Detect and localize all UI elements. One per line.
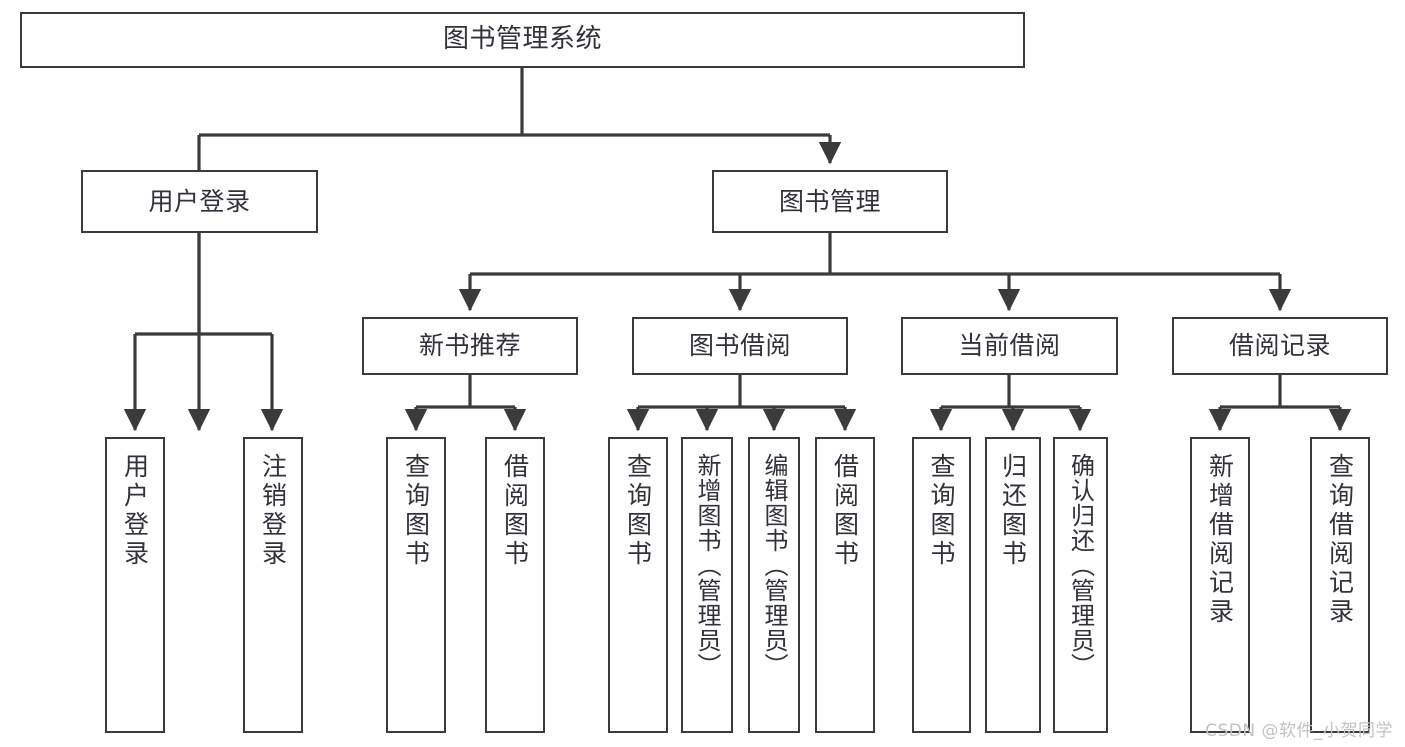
node-leaf-query-book-2[interactable]: 查询图书 xyxy=(608,437,668,733)
edge-current-borrow-bus xyxy=(941,375,1080,409)
node-leaf-borrow-book-1[interactable]: 借阅图书 xyxy=(485,437,545,733)
node-borrow-record-label: 借阅记录 xyxy=(1228,331,1331,360)
edge-root-bus xyxy=(199,68,830,137)
node-leaf-return-book[interactable]: 归还图书 xyxy=(985,437,1041,733)
node-leaf-edit-book[interactable]: 编辑图书（管理员） xyxy=(748,437,800,733)
node-leaf-borrow-book-1-label: 借阅图书 xyxy=(500,453,530,569)
node-leaf-query-book-3-label: 查询图书 xyxy=(927,453,956,569)
node-leaf-borrow-book-2-label: 借阅图书 xyxy=(830,453,860,569)
node-leaf-user-login-label: 用户登录 xyxy=(120,453,150,569)
node-current-borrow[interactable]: 当前借阅 xyxy=(901,317,1118,375)
node-borrow-record[interactable]: 借阅记录 xyxy=(1172,317,1388,375)
node-book-borrow[interactable]: 图书借阅 xyxy=(632,317,848,375)
node-leaf-query-book-1[interactable]: 查询图书 xyxy=(386,437,446,733)
node-current-borrow-label: 当前借阅 xyxy=(958,331,1061,360)
edge-user-login-bus xyxy=(135,233,272,336)
node-leaf-add-record[interactable]: 新增借阅记录 xyxy=(1190,437,1250,733)
node-leaf-logout[interactable]: 注销登录 xyxy=(243,437,303,733)
edge-book-borrow-bus xyxy=(638,375,845,409)
edge-borrow-record-bus xyxy=(1220,375,1340,409)
node-user-login-label: 用户登录 xyxy=(148,186,251,216)
node-leaf-confirm-return[interactable]: 确认归还（管理员） xyxy=(1053,437,1108,733)
node-new-book-rec[interactable]: 新书推荐 xyxy=(362,317,578,375)
node-user-login[interactable]: 用户登录 xyxy=(81,170,318,233)
node-leaf-query-record-label: 查询借阅记录 xyxy=(1325,453,1355,627)
node-leaf-borrow-book-2[interactable]: 借阅图书 xyxy=(815,437,875,733)
node-leaf-add-book[interactable]: 新增图书（管理员） xyxy=(681,437,733,733)
node-leaf-add-record-label: 新增借阅记录 xyxy=(1205,453,1235,627)
node-book-manage[interactable]: 图书管理 xyxy=(712,170,948,233)
node-root-system-label: 图书管理系统 xyxy=(442,24,602,55)
node-new-book-rec-label: 新书推荐 xyxy=(418,331,521,360)
node-book-manage-label: 图书管理 xyxy=(778,186,881,216)
csdn-watermark: CSDN @软件_小贺同学 xyxy=(1205,721,1393,741)
node-book-borrow-label: 图书借阅 xyxy=(688,331,791,360)
node-leaf-confirm-return-label: 确认归还（管理员） xyxy=(1066,453,1095,678)
edge-book-manage-bus xyxy=(470,233,1280,276)
node-leaf-logout-label: 注销登录 xyxy=(258,453,288,569)
node-leaf-edit-book-label: 编辑图书（管理员） xyxy=(760,453,788,678)
node-root-system[interactable]: 图书管理系统 xyxy=(20,12,1025,68)
node-leaf-query-book-2-label: 查询图书 xyxy=(623,453,653,569)
edge-new-book-rec-bus xyxy=(416,375,515,409)
node-leaf-query-record[interactable]: 查询借阅记录 xyxy=(1310,437,1370,733)
node-leaf-query-book-3[interactable]: 查询图书 xyxy=(912,437,971,733)
node-leaf-return-book-label: 归还图书 xyxy=(998,453,1028,569)
node-leaf-user-login[interactable]: 用户登录 xyxy=(105,437,165,733)
node-leaf-query-book-1-label: 查询图书 xyxy=(401,453,431,569)
node-leaf-add-book-label: 新增图书（管理员） xyxy=(693,453,721,678)
